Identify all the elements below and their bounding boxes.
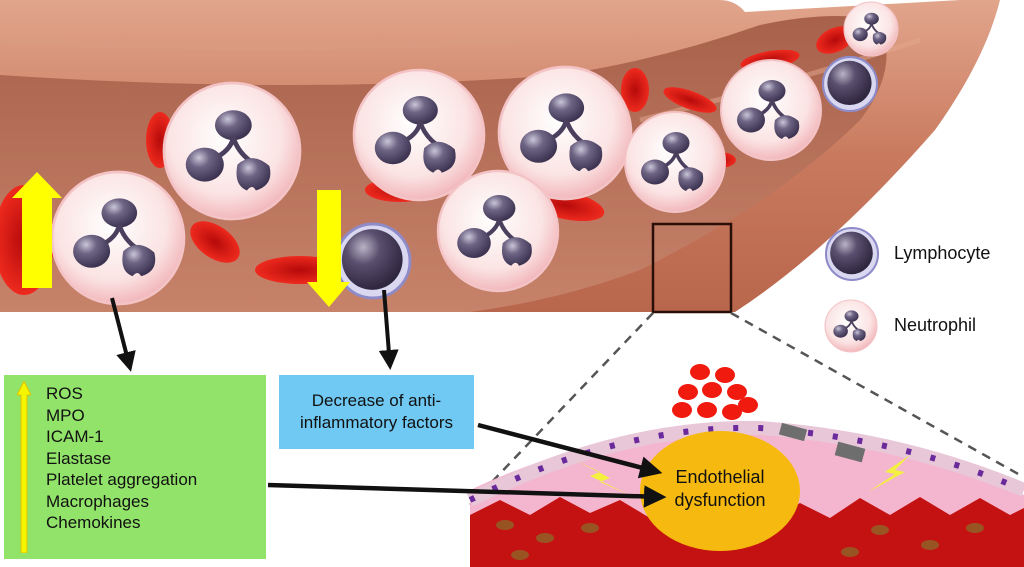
arrow-lymphocyte-to-decrease [378, 289, 399, 370]
factor-item: Chemokines [46, 513, 141, 532]
factor-item: Macrophages [46, 491, 150, 511]
factor-item: ICAM-1 [46, 427, 104, 446]
zoom-dashed-line-right [730, 311, 1021, 477]
arrow-neutrophil-to-increase [110, 297, 136, 372]
factor-item: Platelet aggregation [46, 470, 198, 489]
zoom-region-box [651, 222, 733, 314]
endothelium-cross-section [466, 364, 1024, 567]
decreased-factors-box: Decrease of anti- inflammatory factors [279, 375, 474, 449]
arrow-decrease-to-dysfunction [477, 422, 663, 479]
increase-indicator-arrow-icon [17, 381, 31, 553]
neutrophil-legend-icon [825, 300, 877, 352]
zoom-dashed-line-left [469, 312, 654, 506]
outcome-line1: Endothelial [675, 467, 765, 487]
factor-item: Elastase [46, 448, 112, 468]
decrease-text-line1: Decrease of anti- [311, 391, 442, 410]
legend-neutrophil-label: Neutrophil [894, 315, 977, 335]
outcome-line2: dysfunction [674, 490, 766, 510]
increase-arrow-icon [12, 172, 62, 288]
decrease-arrow-icon [307, 190, 350, 307]
arrow-increase-to-dysfunction [267, 482, 667, 508]
increased-factors-box: ROS MPO ICAM-1 Elastase Platelet aggrega… [4, 375, 266, 559]
factor-item: ROS [46, 384, 83, 403]
legend-lymphocyte-label: Lymphocyte [894, 243, 991, 263]
endothelial-dysfunction-ellipse [640, 431, 800, 551]
endothelial-dysfunction-label: Endothelial dysfunction [650, 466, 790, 512]
decrease-text-line2: inflammatory factors [299, 413, 454, 432]
factor-item: MPO [46, 405, 85, 425]
lymphocyte-legend-icon [826, 228, 878, 280]
increased-factors-list: ROS MPO ICAM-1 Elastase Platelet aggrega… [46, 383, 197, 534]
